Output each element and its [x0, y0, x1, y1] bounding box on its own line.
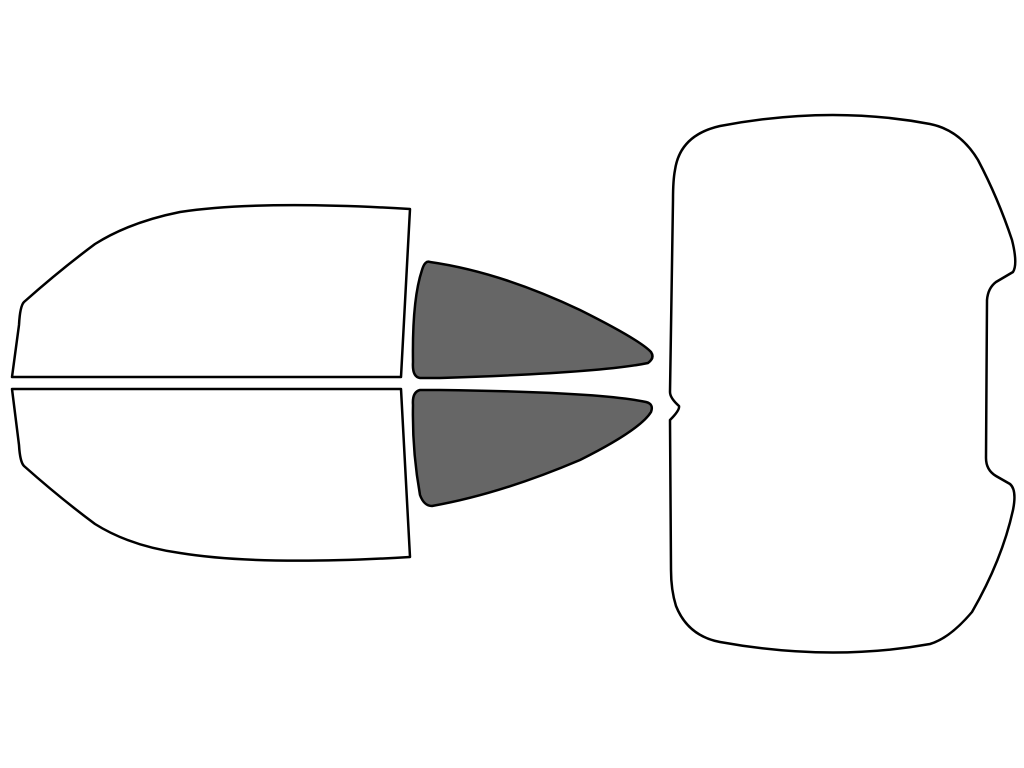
front-door-window-driver[interactable]	[10, 203, 412, 379]
front-door-window-passenger[interactable]	[10, 387, 412, 562]
quarter-window-driver[interactable]	[411, 260, 654, 380]
rear-windshield[interactable]	[668, 113, 1017, 654]
quarter-window-passenger[interactable]	[411, 388, 654, 508]
